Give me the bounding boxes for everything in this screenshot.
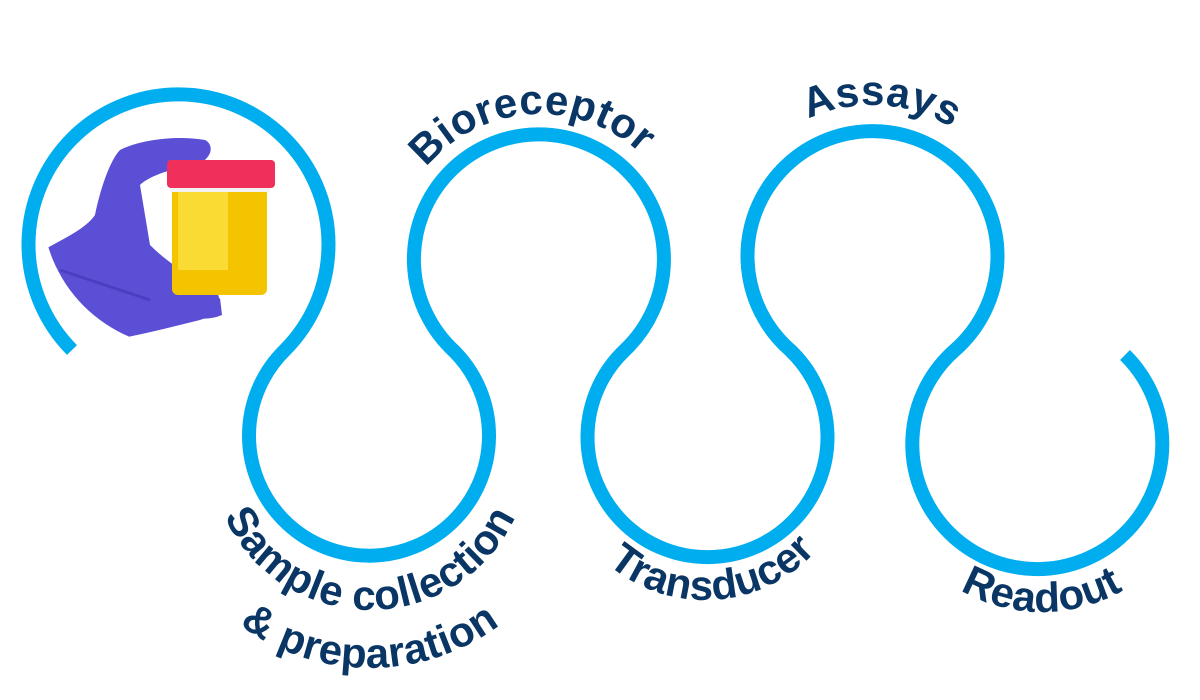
sample-cup-icon [167,160,275,295]
glove-hand [42,138,219,345]
step-label-bioreceptor: Bioreceptor [399,76,666,174]
serpentine-curve [21,87,1170,577]
sample-photo [42,62,328,348]
